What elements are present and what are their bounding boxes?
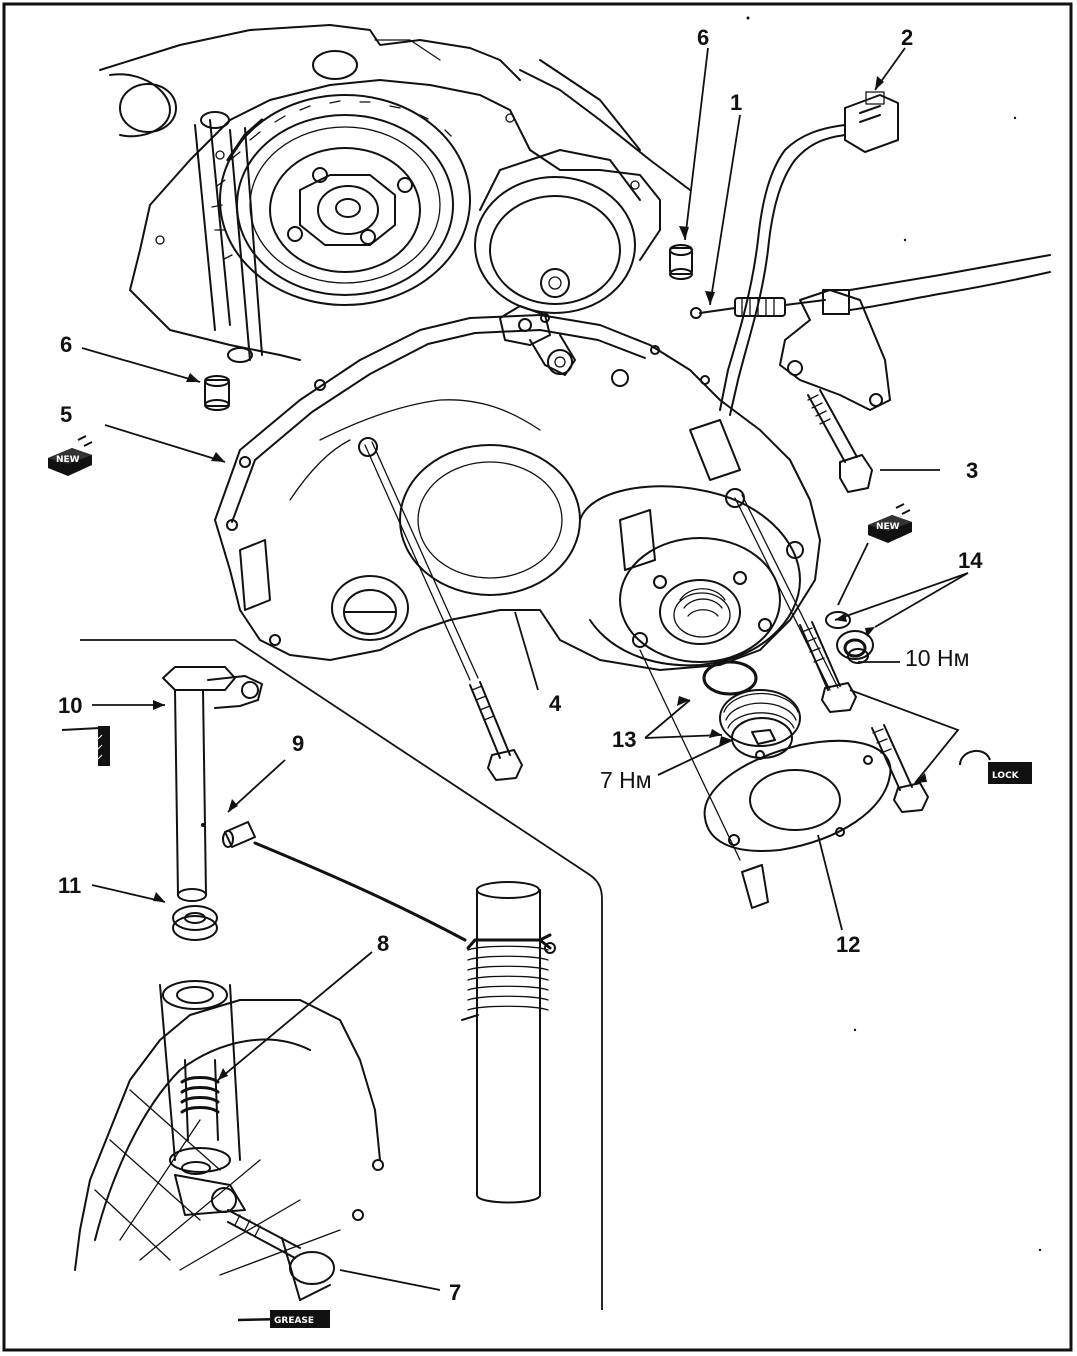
new-badge-right: NEW	[868, 503, 912, 543]
callout-3: 3	[966, 458, 978, 483]
dowel-pins	[194, 111, 263, 363]
grease-badge-text: GREASE	[274, 1316, 314, 1326]
callout-5: 5	[60, 402, 72, 427]
release-lever	[499, 305, 576, 376]
new-badge-left: NEW	[48, 435, 93, 476]
lock-badge: LOCK	[959, 750, 1032, 784]
callout-8: 8	[377, 931, 389, 956]
arrow-heads	[153, 76, 927, 1080]
leader-lines	[81, 47, 969, 1291]
callout-9: 9	[292, 731, 304, 756]
engine-block	[99, 24, 691, 191]
callout-13: 13	[612, 727, 636, 752]
cable-bracket	[779, 289, 891, 411]
clutch-cover-4	[214, 313, 821, 671]
grease-badge-shaft	[61, 726, 110, 766]
plug-13	[702, 660, 801, 759]
callout-4: 4	[549, 691, 562, 716]
crankcase	[129, 79, 661, 361]
dowel-6-lower	[204, 375, 230, 411]
callout-2: 2	[901, 25, 913, 50]
callout-14: 14	[958, 548, 983, 573]
alternator-housing	[474, 149, 641, 314]
plug-14	[825, 611, 874, 664]
spring-detail	[253, 841, 556, 1204]
connector-2	[719, 91, 899, 416]
crankcase-inset	[74, 980, 384, 1276]
dowel-6-upper	[669, 244, 693, 280]
callout-11: 11	[58, 873, 81, 898]
inset-panel	[80, 639, 603, 1310]
bolt-7	[227, 1209, 335, 1301]
new-badge-right-text: NEW	[876, 522, 900, 532]
clutch-cable-1	[690, 254, 1051, 319]
specks	[746, 16, 1042, 1252]
callout-labels: 6 2 1 6 5 3 14 4 10 9 13 11 12 8 7 10 Нм…	[58, 25, 983, 1305]
lock-badge-text: LOCK	[992, 771, 1020, 781]
clutch-assembly	[211, 94, 471, 306]
bolt-3	[807, 389, 873, 493]
callout-12: 12	[836, 932, 860, 957]
seal-11	[172, 905, 218, 941]
callout-1: 1	[730, 90, 742, 115]
cover-bolts	[364, 441, 839, 781]
grease-badge-bolt: GREASE	[237, 1310, 331, 1328]
torque-10nm: 10 Нм	[905, 645, 969, 671]
shaft-10	[162, 666, 263, 902]
callout-6-lower: 6	[60, 332, 72, 357]
new-badge-left-text: NEW	[56, 455, 80, 465]
callout-10: 10	[58, 693, 82, 718]
cover-plate-12	[639, 649, 892, 909]
callout-6-upper: 6	[697, 25, 709, 50]
callout-7: 7	[449, 1280, 461, 1305]
torque-7nm: 7 Нм	[600, 767, 652, 793]
pin-9	[222, 821, 256, 848]
